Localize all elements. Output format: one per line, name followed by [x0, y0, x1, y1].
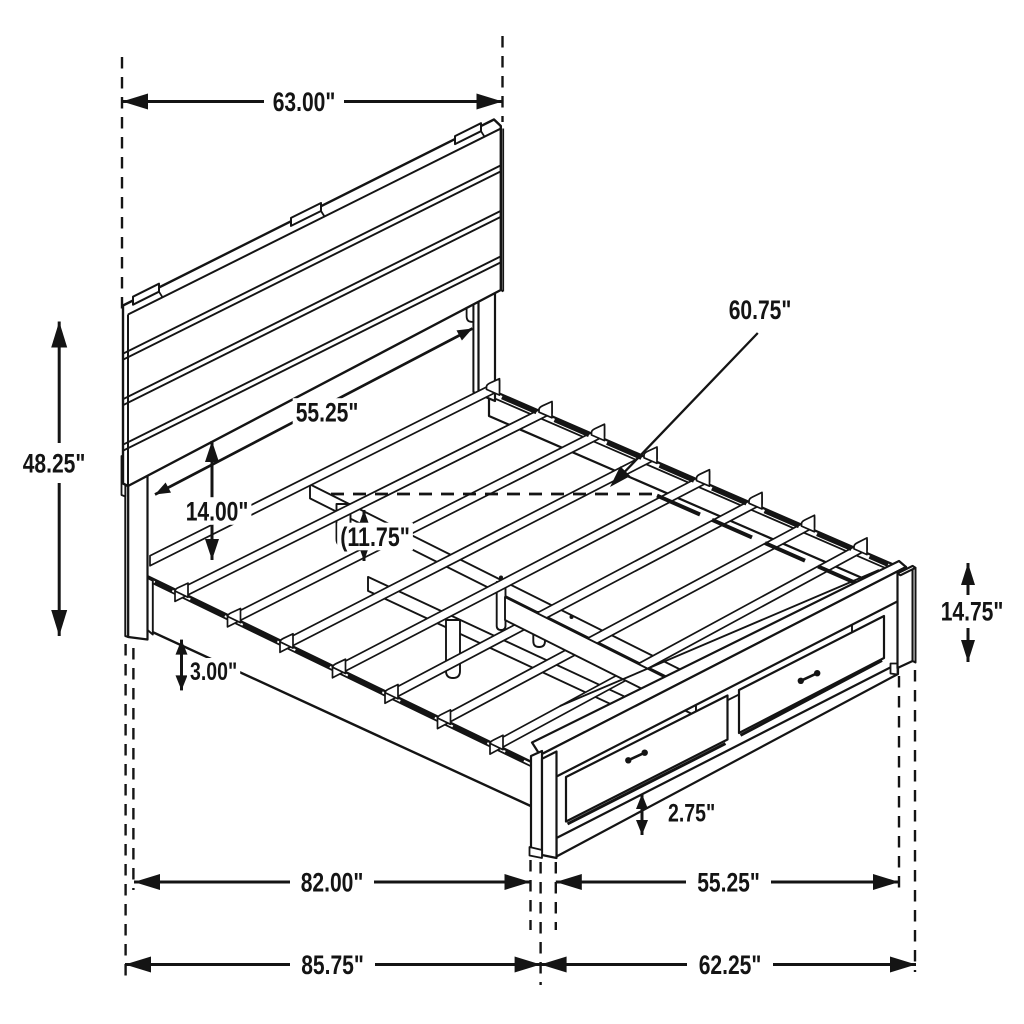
svg-text:14.00": 14.00" [186, 497, 249, 527]
svg-text:14.75": 14.75" [941, 597, 1004, 627]
svg-text:3.00": 3.00" [190, 658, 237, 686]
svg-text:(11.75": (11.75" [340, 522, 410, 552]
svg-text:82.00": 82.00" [301, 868, 364, 898]
svg-text:63.00": 63.00" [273, 87, 336, 117]
svg-text:60.75": 60.75" [729, 295, 792, 325]
svg-text:48.25": 48.25" [23, 449, 86, 479]
svg-text:85.75": 85.75" [301, 950, 364, 980]
svg-text:62.25": 62.25" [699, 950, 762, 980]
svg-text:2.75": 2.75" [668, 799, 715, 827]
svg-text:55.25": 55.25" [697, 868, 760, 898]
svg-text:55.25": 55.25" [296, 398, 359, 428]
